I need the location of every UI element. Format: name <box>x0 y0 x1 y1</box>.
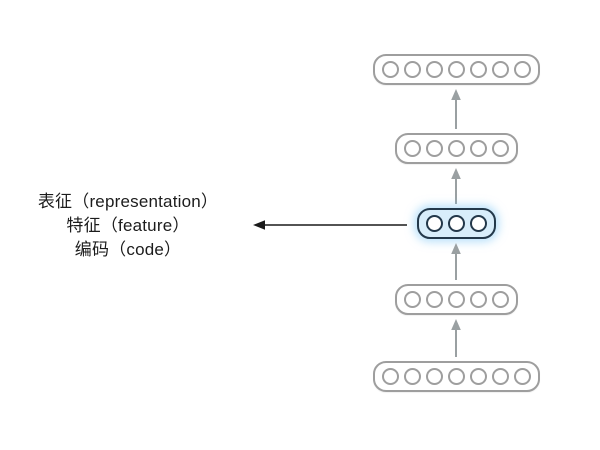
unit-circle <box>469 140 487 157</box>
unit-circle <box>381 61 399 78</box>
unit-circle <box>425 140 443 157</box>
network-stack <box>356 54 556 392</box>
unit-circle <box>425 61 443 78</box>
unit-circle <box>403 61 421 78</box>
unit-circle <box>469 61 487 78</box>
up-arrow-icon <box>449 85 463 133</box>
unit-circle <box>425 368 443 385</box>
unit-circle <box>403 291 421 308</box>
pointer-arrowhead-icon <box>253 220 265 230</box>
unit-circle <box>469 291 487 308</box>
unit-circle <box>513 368 531 385</box>
annotation-line-feature: 特征（feature） <box>66 216 190 235</box>
up-arrow-icon <box>449 164 463 208</box>
unit-circle <box>469 368 487 385</box>
unit-circle <box>491 61 509 78</box>
unit-circle <box>447 61 465 78</box>
annotation-line-code: 编码（code） <box>74 240 182 259</box>
layer-output <box>372 54 540 85</box>
annotation-text: 表征（representation） 特征（feature） 编码（code） <box>20 190 236 262</box>
up-arrow-icon <box>449 239 463 284</box>
up-arrow-icon <box>449 315 463 361</box>
unit-circle <box>403 368 421 385</box>
unit-circle <box>447 215 465 232</box>
unit-circle <box>425 215 443 232</box>
unit-circle <box>403 140 421 157</box>
unit-circle <box>425 291 443 308</box>
unit-circle <box>491 140 509 157</box>
unit-circle <box>469 215 487 232</box>
unit-circle <box>447 368 465 385</box>
unit-circle <box>491 291 509 308</box>
layer-hidden-upper <box>394 133 518 164</box>
unit-circle <box>491 368 509 385</box>
unit-circle <box>447 291 465 308</box>
unit-circle <box>447 140 465 157</box>
layer-input <box>372 361 540 392</box>
unit-circle <box>513 61 531 78</box>
layer-code <box>416 208 496 239</box>
layer-hidden-lower <box>394 284 518 315</box>
unit-circle <box>381 368 399 385</box>
pointer-arrow <box>253 220 407 230</box>
annotation-line-representation: 表征（representation） <box>37 192 219 211</box>
